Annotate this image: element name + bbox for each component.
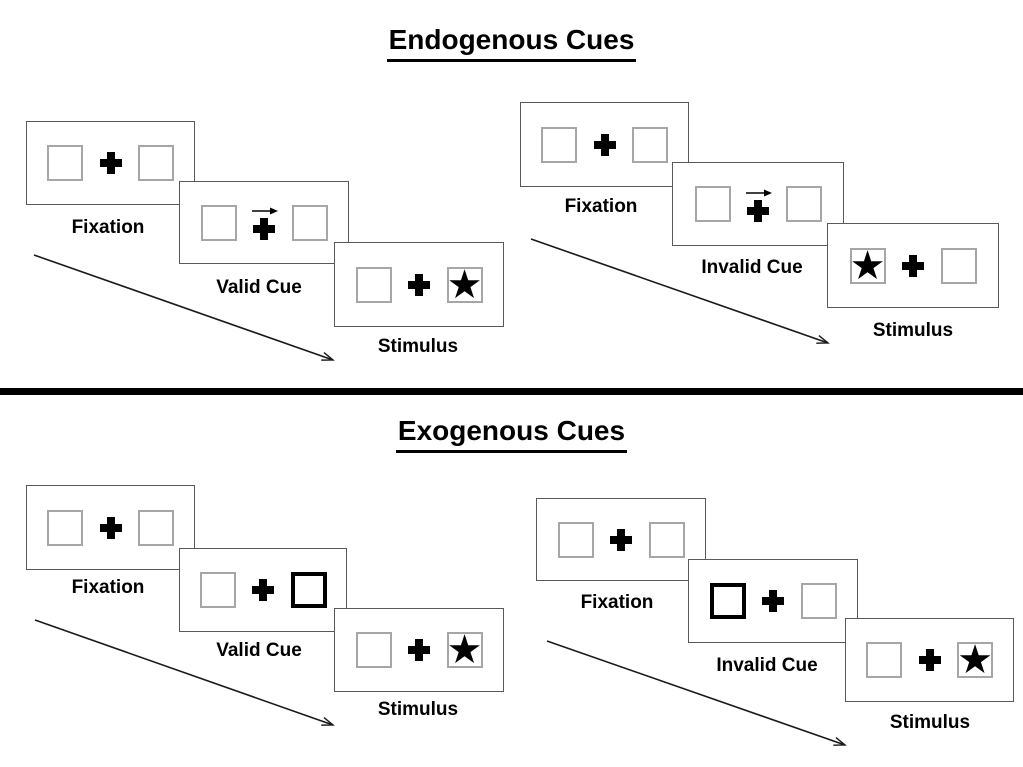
fixation-cross-icon xyxy=(408,639,430,661)
left-placeholder-box xyxy=(557,521,594,558)
star-icon: ★ xyxy=(446,627,483,673)
left-placeholder-box xyxy=(866,642,902,678)
panel-label: Fixation xyxy=(71,217,145,238)
stimulus-panel: ★ xyxy=(334,242,504,327)
timeline-arrow xyxy=(546,640,847,746)
fixation-cross-icon xyxy=(252,579,274,601)
fixation-cross-icon xyxy=(918,649,941,671)
stimulus-panel: ★ xyxy=(845,618,1014,702)
timeline-arrow xyxy=(34,619,335,726)
valid-cue-panel xyxy=(179,181,349,264)
left-placeholder-box xyxy=(355,266,392,303)
left-placeholder-box xyxy=(199,572,236,608)
fixation-cross-icon xyxy=(902,254,924,277)
fixation-panel xyxy=(26,121,195,205)
target-box: ★ xyxy=(446,627,483,673)
panel-label: Stimulus xyxy=(377,336,459,357)
left-placeholder-box xyxy=(47,509,83,546)
panel-label: Valid Cue xyxy=(216,640,302,661)
fixation-cross-icon xyxy=(99,516,122,539)
target-box: ★ xyxy=(446,261,483,308)
fixation-cross-icon xyxy=(593,133,616,156)
cued-box xyxy=(709,583,746,619)
timeline-arrow xyxy=(530,238,830,344)
panel-label: Stimulus xyxy=(889,712,971,733)
star-icon: ★ xyxy=(849,242,886,289)
valid-cue-panel xyxy=(179,548,347,632)
left-placeholder-box xyxy=(694,186,731,222)
cued-box xyxy=(290,572,327,608)
fixation-cross-icon xyxy=(762,590,784,612)
left-placeholder-box xyxy=(541,126,577,163)
panel-label: Fixation xyxy=(564,196,638,217)
stimulus-panel: ★ xyxy=(827,223,999,308)
section-title-exogenous: Exogenous Cues xyxy=(395,415,628,453)
right-placeholder-box xyxy=(800,583,837,619)
stimulus-panel: ★ xyxy=(334,608,504,692)
fixation-panel xyxy=(520,102,689,187)
fixation-cross-icon xyxy=(610,528,632,551)
star-icon: ★ xyxy=(957,637,993,683)
fixation-cross-icon xyxy=(747,199,769,222)
cue-arrow-right-icon xyxy=(251,207,278,215)
panel-label: Stimulus xyxy=(872,320,954,341)
panel-label: Invalid Cue xyxy=(701,257,803,278)
invalid-cue-panel xyxy=(672,162,844,246)
fixation-cross-icon xyxy=(253,218,275,240)
left-placeholder-box xyxy=(200,204,237,241)
target-box: ★ xyxy=(957,637,993,683)
star-icon: ★ xyxy=(446,261,483,308)
panel-label: Fixation xyxy=(580,592,654,613)
panel-label: Valid Cue xyxy=(216,277,302,298)
panel-label: Stimulus xyxy=(377,699,459,720)
right-placeholder-box xyxy=(785,186,822,222)
left-placeholder-box xyxy=(355,632,392,668)
fixation-cross-icon xyxy=(408,273,430,296)
right-placeholder-box xyxy=(648,521,685,558)
right-placeholder-box xyxy=(138,145,174,181)
right-placeholder-box xyxy=(291,204,328,241)
right-placeholder-box xyxy=(138,509,174,546)
section-title: Exogenous Cues xyxy=(0,415,1023,453)
section-title: Endogenous Cues xyxy=(0,24,1023,62)
section-divider xyxy=(0,388,1023,395)
section-title-endogenous: Endogenous Cues xyxy=(386,24,637,62)
invalid-cue-panel xyxy=(688,559,858,643)
panel-label: Invalid Cue xyxy=(716,655,818,676)
fixation-panel xyxy=(26,485,195,570)
fixation-cross-icon xyxy=(99,152,122,174)
fixation-panel xyxy=(536,498,706,581)
cue-arrow-right-icon xyxy=(745,189,772,196)
left-placeholder-box xyxy=(47,145,83,181)
right-placeholder-box xyxy=(632,126,668,163)
right-placeholder-box xyxy=(940,247,977,284)
panel-label: Fixation xyxy=(71,577,145,598)
target-box: ★ xyxy=(849,242,886,289)
timeline-arrow xyxy=(33,254,335,361)
